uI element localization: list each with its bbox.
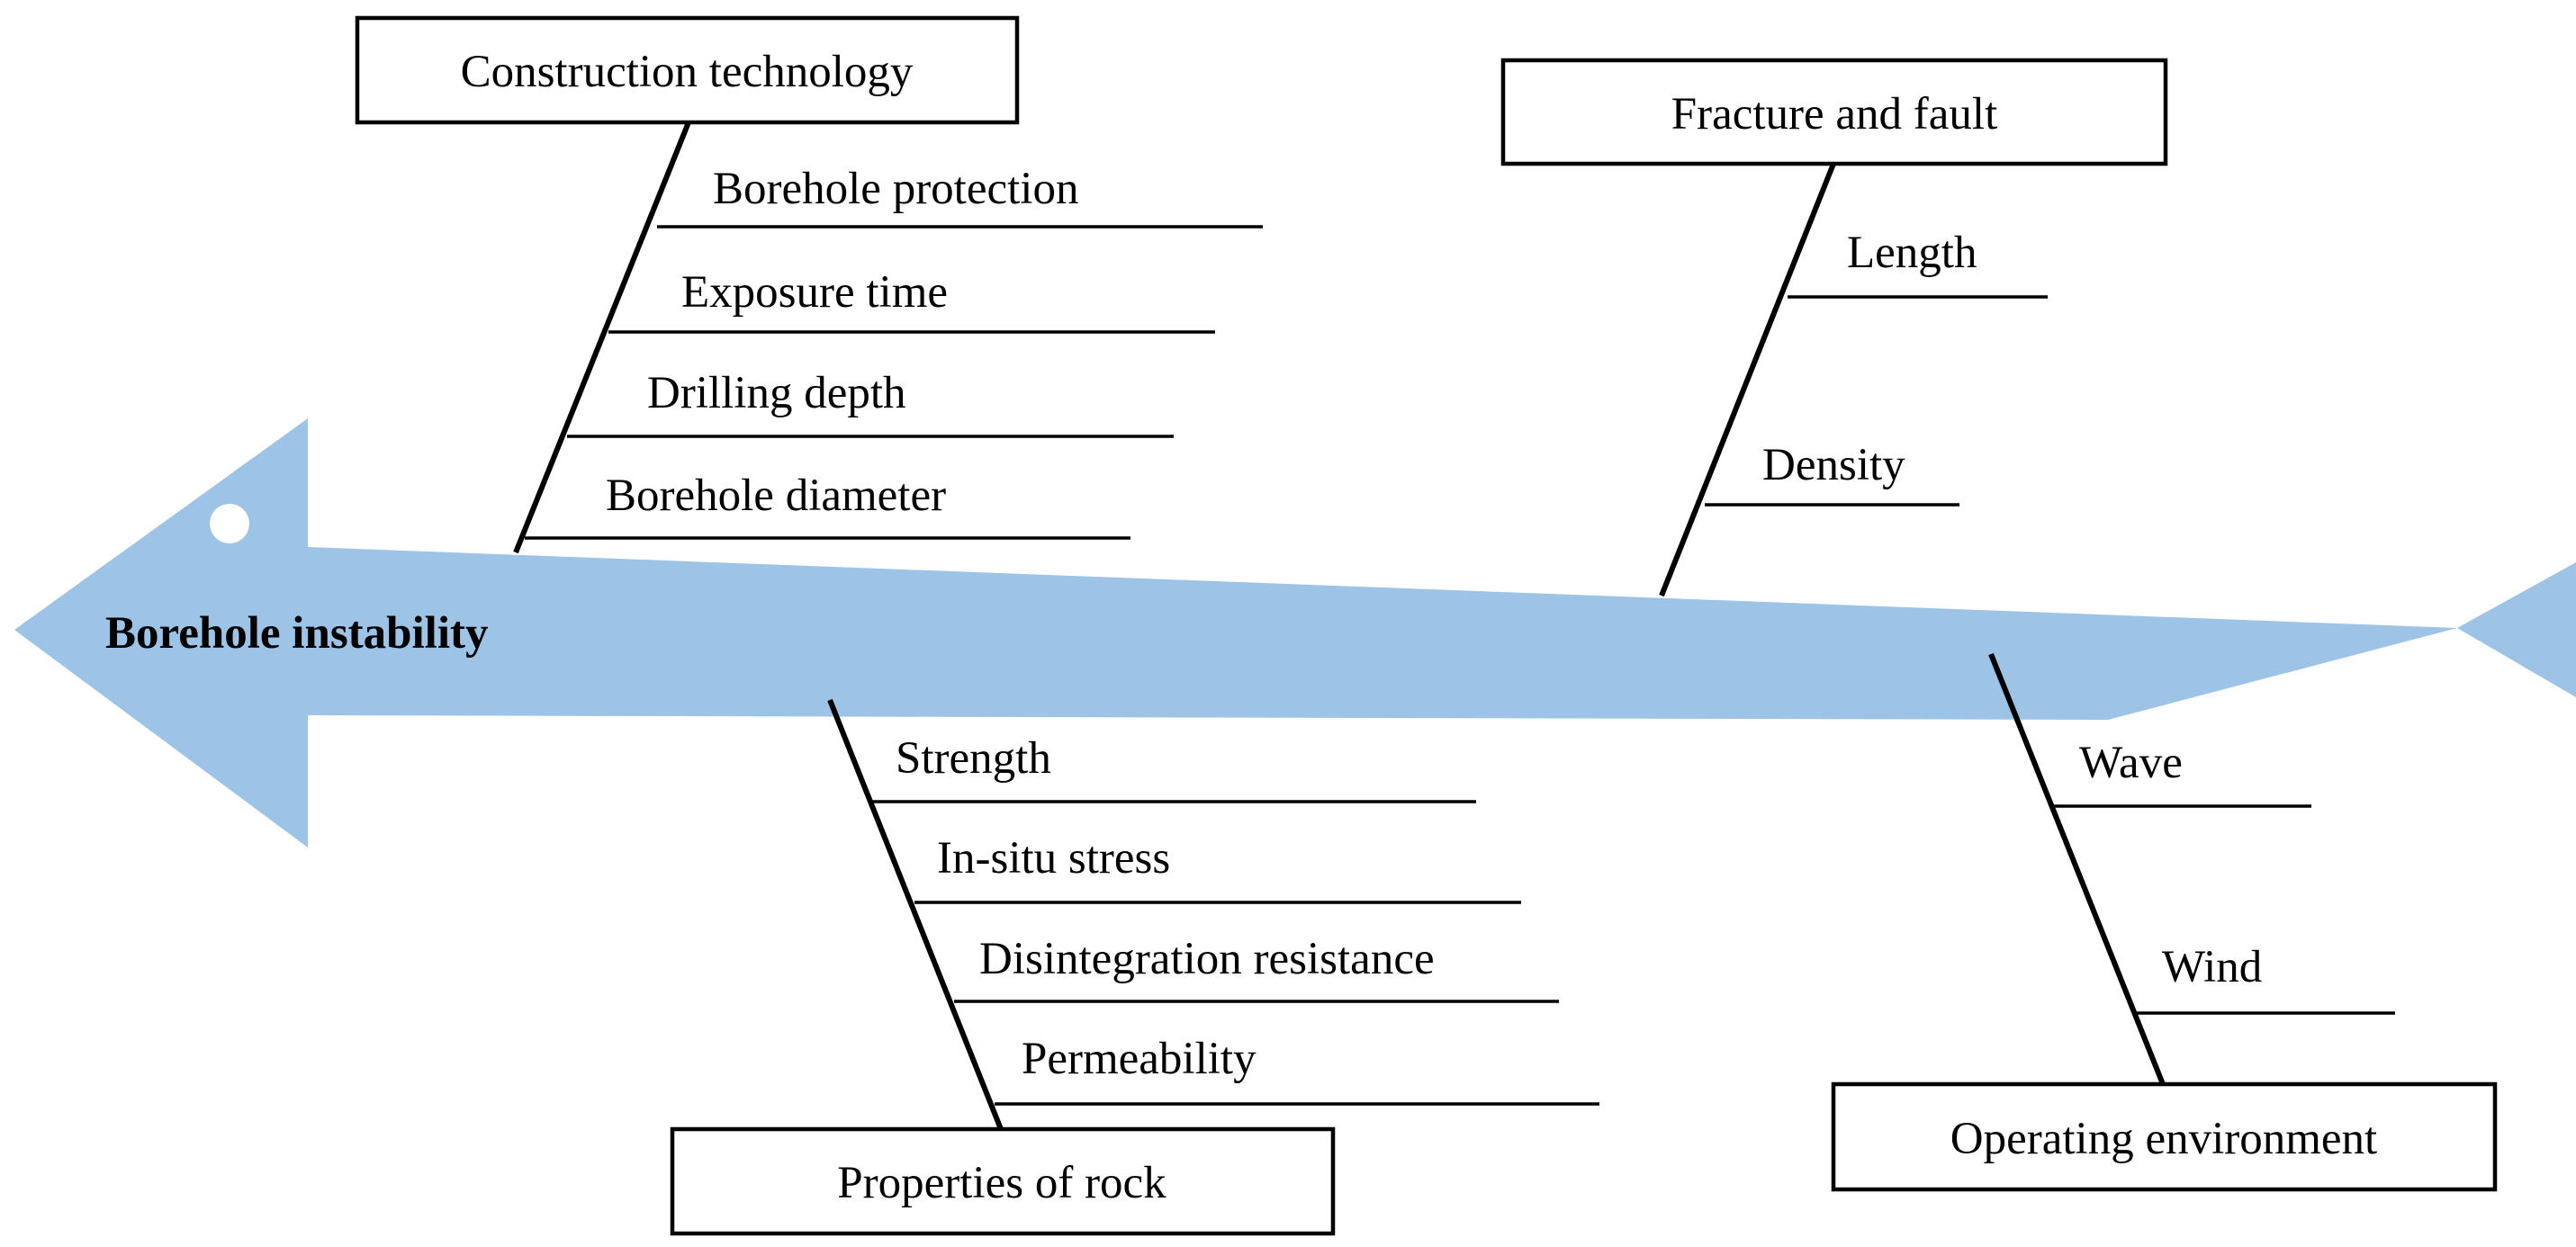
cause-label: Borehole diameter: [606, 471, 946, 521]
category-environment: Operating environment Wave Wind: [1831, 652, 2498, 1192]
cause-label: Drilling depth: [647, 368, 906, 418]
bone-construction: [513, 121, 691, 554]
cause-label: Disintegration resistance: [979, 934, 1435, 984]
category-rock: Properties of rock Strength In-situ stre…: [670, 698, 1599, 1236]
category-fracture: Fracture and fault Length Density: [1500, 58, 2168, 597]
category-title-construction: Construction technology: [461, 47, 914, 97]
cause-label: Density: [1762, 440, 1905, 490]
spine-arrow-shape: [14, 418, 2457, 848]
bone-fracture: [1659, 162, 1836, 597]
bone-rock: [827, 698, 1004, 1131]
category-title-rock: Properties of rock: [837, 1158, 1166, 1208]
category-box-construction: [355, 15, 1020, 125]
cause-label: Wind: [2162, 942, 2262, 992]
category-title-environment: Operating environment: [1950, 1114, 2377, 1164]
category-construction: Construction technology Borehole protect…: [355, 15, 1263, 554]
category-title-fracture: Fracture and fault: [1671, 89, 1998, 139]
cause-label: Exposure time: [681, 267, 948, 318]
cause-label: Strength: [896, 733, 1051, 784]
category-box-environment: [1831, 1081, 2498, 1192]
cause-label: Borehole protection: [713, 164, 1078, 214]
cause-label: Permeability: [1022, 1034, 1256, 1084]
bone-environment: [1988, 652, 2166, 1086]
spine-tail-shape: [2457, 562, 2576, 697]
category-box-rock: [670, 1126, 1336, 1236]
cause-label: In-situ stress: [937, 833, 1170, 884]
effect-label: Borehole instability: [105, 608, 489, 659]
spine-arrow: Borehole instability: [14, 418, 2576, 848]
fish-eye-icon: [210, 504, 249, 543]
category-box-fracture: [1500, 58, 2168, 166]
cause-label: Length: [1847, 228, 1977, 278]
cause-label: Wave: [2079, 738, 2183, 788]
